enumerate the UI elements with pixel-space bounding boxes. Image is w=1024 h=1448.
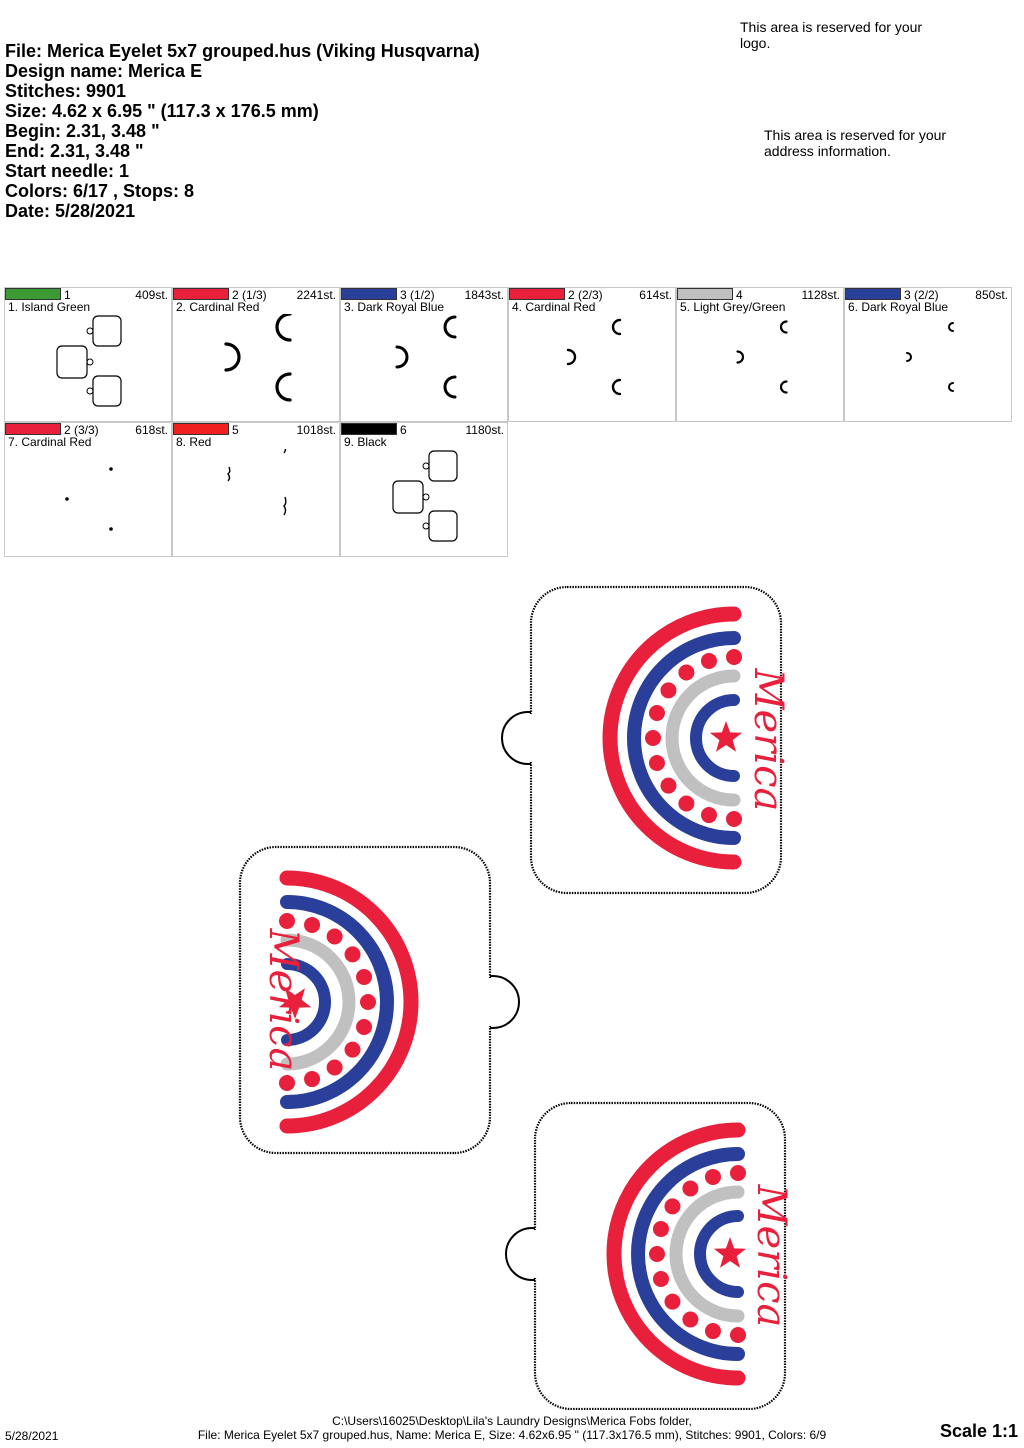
step-number: 4 <box>736 288 743 302</box>
step-number: 2 (3/3) <box>64 423 99 437</box>
color-swatch <box>845 288 901 300</box>
stitch-count: 614st. <box>639 288 672 302</box>
color-step-grid: 1 409st. 1. Island Green 2 (1/3) 2241st. 2. C… <box>4 287 1013 557</box>
scale-label: Scale 1:1 <box>939 1421 1018 1441</box>
fob-design <box>238 845 520 1155</box>
step-thumbnail <box>566 318 622 396</box>
stitch-count: 618st. <box>135 423 168 437</box>
step-thumbnail <box>736 320 788 394</box>
info-design-name: Design name: Merica E <box>5 61 203 81</box>
merica-script-text: Merica <box>745 668 791 812</box>
color-step-3: 3 (1/2) 1843st. 3. Dark Royal Blue <box>340 287 508 422</box>
stitch-count: 1843st. <box>464 288 504 302</box>
merica-script-text: Merica <box>260 928 306 1072</box>
stitch-count: 850st. <box>975 288 1008 302</box>
step-number: 6 <box>400 423 407 437</box>
thread-name: 7. Cardinal Red <box>8 435 92 449</box>
color-step-4: 2 (2/3) 614st. 4. Cardinal Red <box>508 287 676 422</box>
step-thumbnail <box>906 322 954 392</box>
color-swatch <box>173 288 229 300</box>
step-number: 1 <box>64 288 71 302</box>
footer-file-info: File: Merica Eyelet 5x7 grouped.hus, Nam… <box>197 1428 827 1442</box>
color-step-7: 2 (3/3) 618st. 7. Cardinal Red <box>4 422 172 557</box>
address-placeholder: This area is reserved for your address i… <box>764 127 947 159</box>
thread-name: 4. Cardinal Red <box>512 300 596 314</box>
color-swatch <box>341 288 397 300</box>
step-thumbnail <box>224 314 292 402</box>
info-start-needle: Start needle: 1 <box>5 161 130 181</box>
step-thumbnail <box>392 450 458 542</box>
step-thumbnail <box>226 449 287 516</box>
design-info: File: Merica Eyelet 5x7 grouped.hus (Vik… <box>5 41 480 221</box>
color-swatch <box>509 288 565 300</box>
color-step-2: 2 (1/3) 2241st. 2. Cardinal Red <box>172 287 340 422</box>
step-number: 3 (2/2) <box>904 288 939 302</box>
step-thumbnail <box>65 467 113 531</box>
fob-design <box>505 1101 787 1410</box>
thread-name: 5. Light Grey/Green <box>680 300 786 314</box>
color-step-5: 4 1128st. 5. Light Grey/Green <box>676 287 844 422</box>
color-swatch <box>341 423 397 435</box>
thread-name: 8. Red <box>176 435 212 449</box>
step-number: 3 (1/2) <box>400 288 435 302</box>
thread-name: 1. Island Green <box>8 300 91 314</box>
thread-name: 2. Cardinal Red <box>176 300 260 314</box>
color-step-6: 3 (2/2) 850st. 6. Dark Royal Blue <box>844 287 1012 422</box>
info-stitches: Stitches: 9901 <box>5 81 127 101</box>
thread-name: 3. Dark Royal Blue <box>344 300 445 314</box>
merica-script-text: Merica <box>748 1184 794 1328</box>
step-number: 2 (1/3) <box>232 288 267 302</box>
thread-name: 9. Black <box>344 435 387 449</box>
footer-path: C:\Users\16025\Desktop\Lila's Laundry De… <box>332 1414 692 1428</box>
color-step-1: 1 409st. 1. Island Green <box>4 287 172 422</box>
stitch-count: 2241st. <box>296 288 336 302</box>
info-begin: Begin: 2.31, 3.48 " <box>5 121 160 141</box>
color-step-8: 5 1018st. 8. Red <box>172 422 340 557</box>
step-thumbnail <box>395 315 457 399</box>
info-colors: Colors: 6/17 , Stops: 8 <box>5 181 195 201</box>
footer-date: 5/28/2021 <box>5 1429 59 1443</box>
stitch-count: 1018st. <box>296 423 336 437</box>
color-swatch <box>5 288 61 300</box>
stitch-count: 1128st. <box>801 288 840 302</box>
info-file: File: Merica Eyelet 5x7 grouped.hus (Vik… <box>5 41 480 61</box>
color-swatch <box>173 423 229 435</box>
step-number: 2 (2/3) <box>568 288 603 302</box>
info-end: End: 2.31, 3.48 " <box>5 141 144 161</box>
step-thumbnail <box>56 315 122 407</box>
stitch-count: 409st. <box>135 288 168 302</box>
info-size: Size: 4.62 x 6.95 " (117.3 x 176.5 mm) <box>5 101 319 121</box>
stitch-count: 1180st. <box>465 423 504 437</box>
logo-placeholder: This area is reserved for your logo. <box>740 19 923 51</box>
color-swatch <box>677 288 733 300</box>
color-step-9: 6 1180st. 9. Black <box>340 422 508 557</box>
fob-design <box>501 585 783 895</box>
step-number: 5 <box>232 423 239 437</box>
info-date: Date: 5/28/2021 <box>5 201 136 221</box>
thread-name: 6. Dark Royal Blue <box>848 300 949 314</box>
color-swatch <box>5 423 61 435</box>
